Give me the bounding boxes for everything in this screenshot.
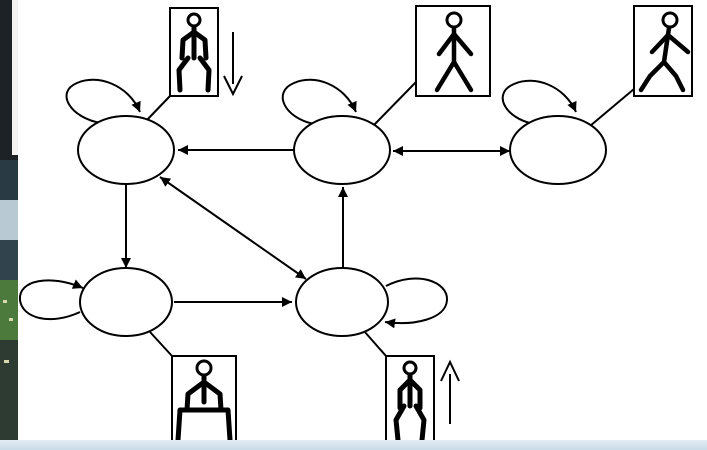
state-node [79,267,173,337]
down-arrow-icon [223,32,243,97]
state-node [295,267,389,337]
pose-connector [363,330,387,357]
self-loop [501,79,577,125]
self-loop [281,78,357,125]
pose-connector [145,95,171,122]
sit-down-pose-icon [169,7,219,97]
pose-connector [372,81,417,127]
background-photo-strip [0,0,18,450]
sitting-pose-icon [171,355,237,445]
state-node [293,115,391,185]
self-loop [65,78,141,124]
state-node [509,115,607,185]
walking-pose-icon [633,5,693,97]
bottom-bar [0,440,707,450]
transition-arrow [159,176,307,280]
self-loop [384,277,449,329]
standing-pose-icon [415,5,491,97]
pose-connector [149,331,173,357]
pose-connector [589,88,635,127]
state-node [77,115,175,185]
up-arrow-icon [440,359,460,424]
stand-up-pose-icon [385,355,435,445]
self-loop [18,279,84,321]
